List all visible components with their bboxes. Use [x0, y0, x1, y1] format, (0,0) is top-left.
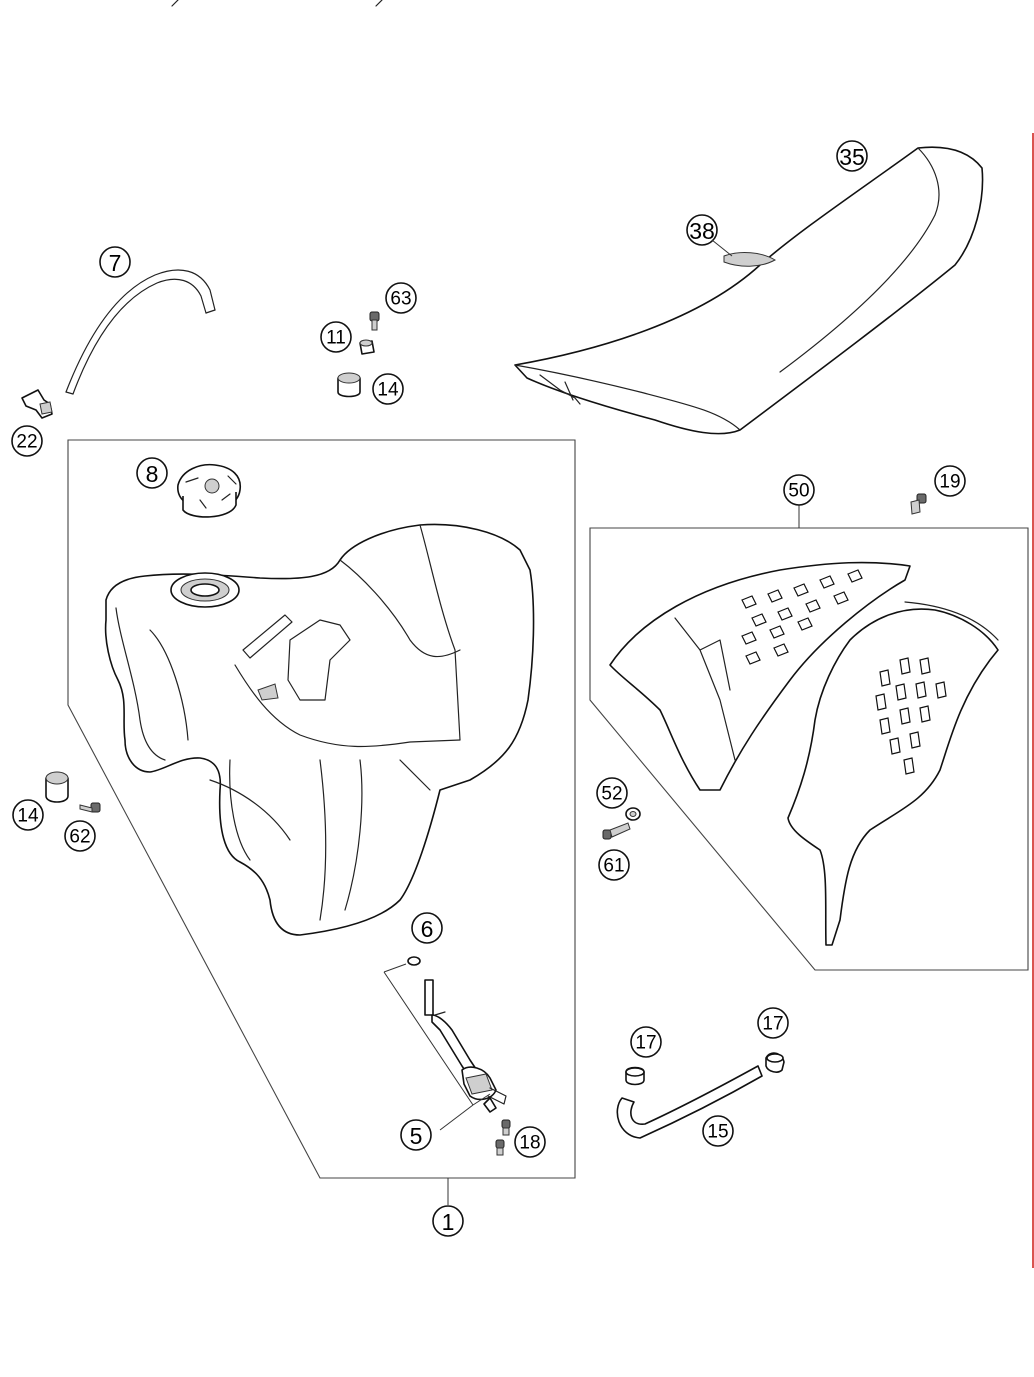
callout-11: 11: [320, 321, 352, 353]
callout-19: 19: [934, 465, 966, 497]
svg-text:18: 18: [519, 1133, 540, 1154]
callout-15: 15: [702, 1115, 734, 1147]
callout-38: 38: [686, 214, 718, 246]
edge-accent-line: [1032, 133, 1034, 1268]
cropped-top-marks: [171, 0, 383, 7]
callout-14-left: 14: [12, 799, 44, 831]
callout-17-right: 17: [757, 1007, 789, 1039]
seat: [514, 146, 984, 435]
svg-text:14: 14: [17, 806, 39, 827]
callout-5: 5: [400, 1119, 432, 1151]
callout-62: 62: [64, 820, 96, 852]
callout-8: 8: [136, 457, 168, 489]
svg-text:38: 38: [689, 218, 715, 244]
hose-clamp-17-left: [625, 1066, 645, 1086]
callout-35: 35: [836, 140, 868, 172]
screw-18: [495, 1119, 511, 1156]
svg-text:7: 7: [109, 250, 122, 276]
svg-text:8: 8: [146, 461, 159, 487]
callout-52: 52: [596, 777, 628, 809]
rubber-bushing-14-top: [337, 372, 361, 398]
vent-holes-left: [741, 569, 863, 665]
rubber-bushing-14-left: [45, 771, 69, 803]
svg-text:1: 1: [442, 1209, 455, 1235]
screw-63: [369, 311, 380, 331]
svg-text:22: 22: [16, 432, 37, 453]
tank-cap: [177, 463, 241, 518]
callout-7: 7: [99, 246, 131, 278]
svg-text:35: 35: [839, 144, 865, 170]
svg-text:52: 52: [601, 784, 622, 805]
hose-elbow: [21, 389, 53, 419]
fuel-tank: [104, 523, 535, 936]
svg-text:50: 50: [788, 481, 809, 502]
svg-text:15: 15: [707, 1122, 728, 1143]
radiator-spoiler-right: [787, 601, 999, 946]
svg-text:17: 17: [762, 1014, 783, 1035]
svg-text:19: 19: [939, 472, 960, 493]
callout-61: 61: [598, 849, 630, 881]
screw-62: [79, 802, 101, 813]
o-ring-6: [407, 956, 421, 966]
callout-18: 18: [514, 1126, 546, 1158]
spoiler-group: [589, 505, 1029, 971]
fuel-tank-group: [67, 439, 576, 1205]
svg-text:6: 6: [421, 916, 434, 942]
screw-61: [602, 822, 631, 840]
svg-text:61: 61: [603, 856, 624, 877]
fuel-hose: [616, 1065, 763, 1139]
vent-holes-right: [875, 657, 947, 775]
svg-text:62: 62: [69, 827, 90, 848]
petcock-leader: [383, 963, 491, 1131]
callout-6: 6: [411, 912, 443, 944]
callout-1: 1: [432, 1205, 464, 1237]
callout-22: 22: [11, 425, 43, 457]
svg-text:11: 11: [326, 328, 346, 349]
bushing-11: [359, 339, 375, 355]
svg-text:14: 14: [377, 380, 399, 401]
callout-63: 63: [385, 282, 417, 314]
hose-clamp-17-right: [765, 1052, 785, 1073]
callout-14-top: 14: [372, 373, 404, 405]
svg-text:5: 5: [410, 1123, 423, 1149]
fuel-tap: [424, 979, 507, 1113]
svg-text:63: 63: [390, 289, 411, 310]
callout-17-left: 17: [630, 1026, 662, 1058]
svg-text:17: 17: [635, 1033, 656, 1054]
washer-52: [625, 807, 641, 821]
radiator-spoiler-left: [609, 561, 911, 791]
breather-hose: [65, 269, 216, 395]
screw-19: [910, 493, 927, 515]
callout-50: 50: [783, 474, 815, 506]
